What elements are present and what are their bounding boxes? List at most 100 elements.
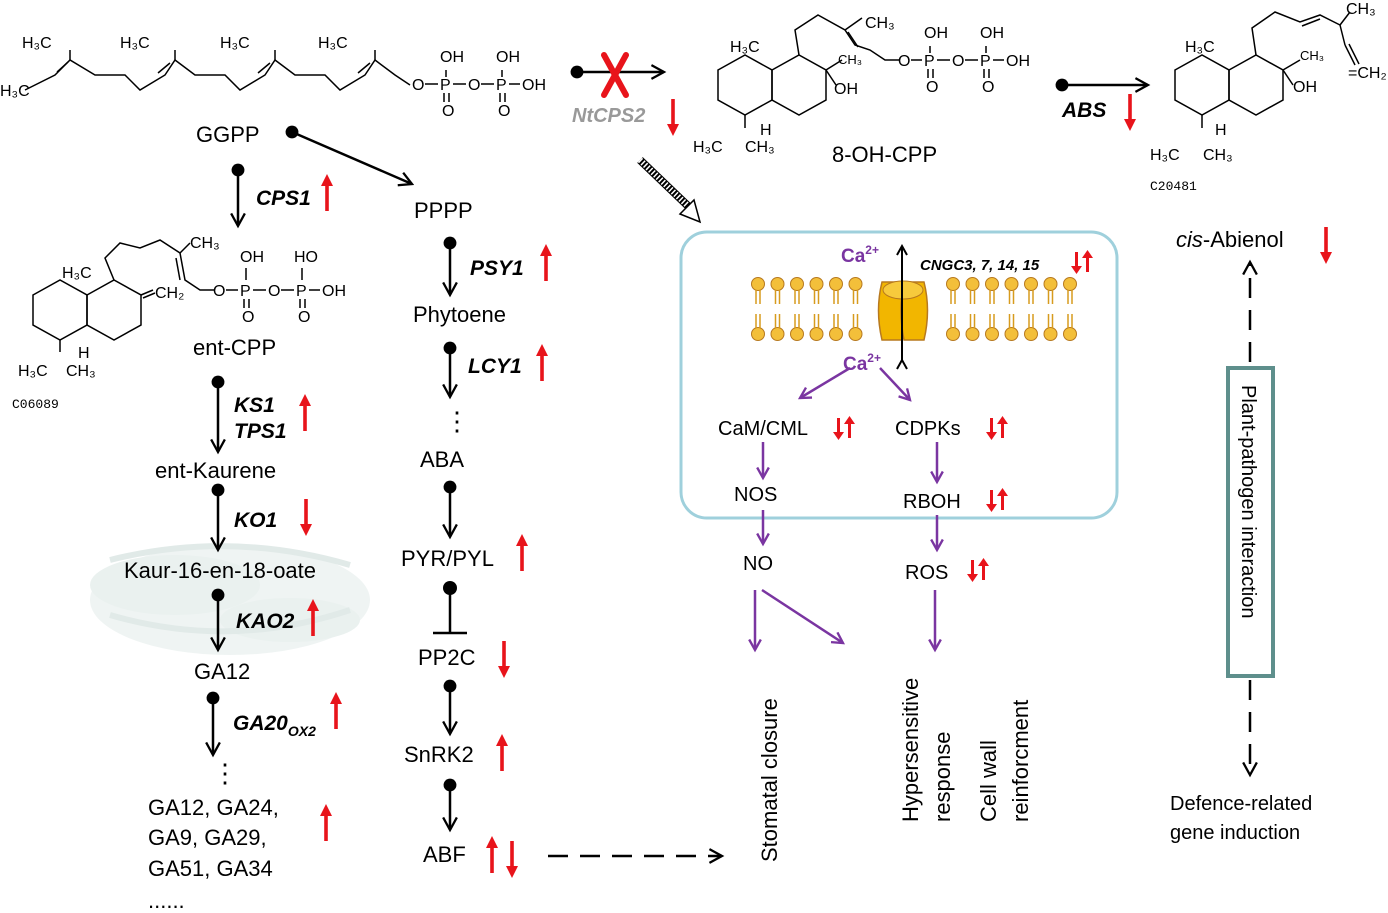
oh-cpp-structure <box>717 14 900 128</box>
up-regulation-icon <box>486 836 498 873</box>
oh-cpp-methyl: CH₃ <box>865 15 895 32</box>
atom-oh: OH <box>440 49 464 66</box>
pppp-label: PPPP <box>414 198 473 223</box>
oh-cpp-label: 8-OH-CPP <box>832 142 937 167</box>
oh-cpp-hydroxyl: OH <box>834 81 858 98</box>
up-regulation-icon <box>516 534 528 571</box>
cdpks-label: CDPKs <box>895 418 961 440</box>
stomatal-closure-label: Stomatal closure <box>757 698 782 862</box>
plant-pathogen-box <box>1226 366 1275 678</box>
ros-label: ROS <box>905 562 948 584</box>
ga-list-line3: GA51, GA34 <box>148 856 273 881</box>
ks1-label: KS1 <box>234 394 275 417</box>
ga12-label: GA12 <box>194 659 250 684</box>
svg-text:O: O <box>982 79 994 96</box>
pyr-label: PYR/PYL <box>401 546 494 571</box>
ca-to-cam-arrow <box>800 366 851 398</box>
up-regulation-icon <box>540 244 552 281</box>
atom-o: O <box>498 103 510 120</box>
cis-abienol-methyl: CH₃ <box>1300 48 1324 63</box>
svg-text:O: O <box>898 53 910 70</box>
ga-list-line4: ...... <box>148 888 185 913</box>
ent-cpp-methyl: H₃C <box>62 265 92 282</box>
kao2-label: KAO2 <box>236 610 295 633</box>
abf-label: ABF <box>423 842 466 867</box>
atom-oh: OH <box>496 49 520 66</box>
ent-cpp-label: ent-CPP <box>193 335 276 360</box>
ggpp-methyl-label: H₃C <box>120 35 150 52</box>
svg-text:O: O <box>298 309 310 326</box>
down-regulation-icon <box>506 841 518 878</box>
svg-text:O: O <box>952 53 964 70</box>
ent-cpp-methyl: CH₃ <box>190 235 220 252</box>
ggpp-to-pppp-arrow <box>292 132 412 184</box>
up-regulation-icon <box>299 394 311 431</box>
cps1-label: CPS1 <box>256 187 311 210</box>
svg-text:O: O <box>268 283 280 300</box>
ent-cpp-diphosphate: O P OH O O P HO O OH <box>213 249 346 326</box>
svg-text:O: O <box>213 283 225 300</box>
up-regulation-icon <box>320 804 332 841</box>
cam-cml-label: CaM/CML <box>718 418 808 440</box>
oh-cpp-methyl: H₃C <box>730 39 760 56</box>
svg-text:P: P <box>240 283 251 300</box>
svg-text:O: O <box>242 309 254 326</box>
ent-cpp-methylene: CH₂ <box>155 285 184 302</box>
ga20ox2-label: GA20OX2 <box>233 712 316 739</box>
snrk2-label: SnRK2 <box>404 742 474 767</box>
hypersensitive-label-line2: response <box>930 731 955 822</box>
svg-text:OH: OH <box>322 283 346 300</box>
up-regulation-icon <box>330 692 342 729</box>
oh-cpp-diphosphate: O P OH O O P OH O OH <box>898 25 1030 96</box>
cis-abienol-h: H <box>1215 122 1227 139</box>
plant-pathogen-label: Plant-pathogen interaction <box>1237 385 1259 619</box>
ca-to-cdpk-arrow <box>879 367 910 400</box>
hatched-arrow <box>637 157 702 224</box>
ggpp-methyl-label: H₃C <box>220 35 250 52</box>
svg-text:O: O <box>926 79 938 96</box>
cell-wall-label-line2: reinforcment <box>1008 700 1033 822</box>
rboh-label: RBOH <box>903 491 961 513</box>
cis-abienol-label: cis-Abienol <box>1176 227 1284 252</box>
up-regulation-icon <box>536 344 548 381</box>
ga-list-line1: GA12, GA24, <box>148 795 279 820</box>
up-down-regulation-icon <box>967 558 989 582</box>
cis-abienol-hydroxyl: OH <box>1293 79 1317 96</box>
hypersensitive-label-line1: Hypersensitive <box>898 678 923 822</box>
cis-abienol-methyl: CH₃ <box>1203 147 1233 164</box>
up-regulation-icon <box>321 174 333 211</box>
atom-oh: OH <box>522 77 546 94</box>
lcy1-label: LCY1 <box>468 355 522 378</box>
ga-list-line2: GA9, GA29, <box>148 825 267 850</box>
cis-abienol-methyl: H₃C <box>1185 39 1215 56</box>
kaur-label: Kaur-16-en-18-oate <box>124 558 316 583</box>
atom-p: P <box>440 77 451 94</box>
svg-text:OH: OH <box>240 249 264 266</box>
ggpp-diphosphate: O P OH O O P OH O OH <box>412 49 546 120</box>
defence-label-line2: gene induction <box>1170 822 1300 844</box>
blocked-x-icon <box>601 52 629 98</box>
no-to-hypersensitive-arrow <box>761 588 843 643</box>
cis-abienol-methyl: H₃C <box>1150 147 1180 164</box>
inhibition-arrow <box>433 581 467 635</box>
ko1-label: KO1 <box>234 509 277 532</box>
down-regulation-icon <box>1124 94 1136 131</box>
svg-text:OH: OH <box>1006 53 1030 70</box>
signaling-box <box>679 230 1119 520</box>
no-label: NO <box>743 553 773 575</box>
calcium-ion-top: Ca2+ <box>841 243 879 267</box>
compound-code-c06089: C06089 <box>12 397 59 412</box>
cis-abienol-methyl: CH₃ <box>1346 1 1376 18</box>
cngc-label: CNGC3, 7, 14, 15 <box>920 257 1040 274</box>
svg-text:P: P <box>924 53 935 70</box>
cis-abienol-structure <box>1174 11 1360 128</box>
nos-label: NOS <box>734 484 777 506</box>
svg-text:P: P <box>980 53 991 70</box>
svg-text:HO: HO <box>294 249 318 266</box>
down-regulation-icon <box>300 499 312 536</box>
ent-cpp-structure <box>32 239 215 352</box>
cell-wall-label-line1: Cell wall <box>976 740 1001 822</box>
ggpp-methyl-label: H₃C <box>0 83 30 100</box>
